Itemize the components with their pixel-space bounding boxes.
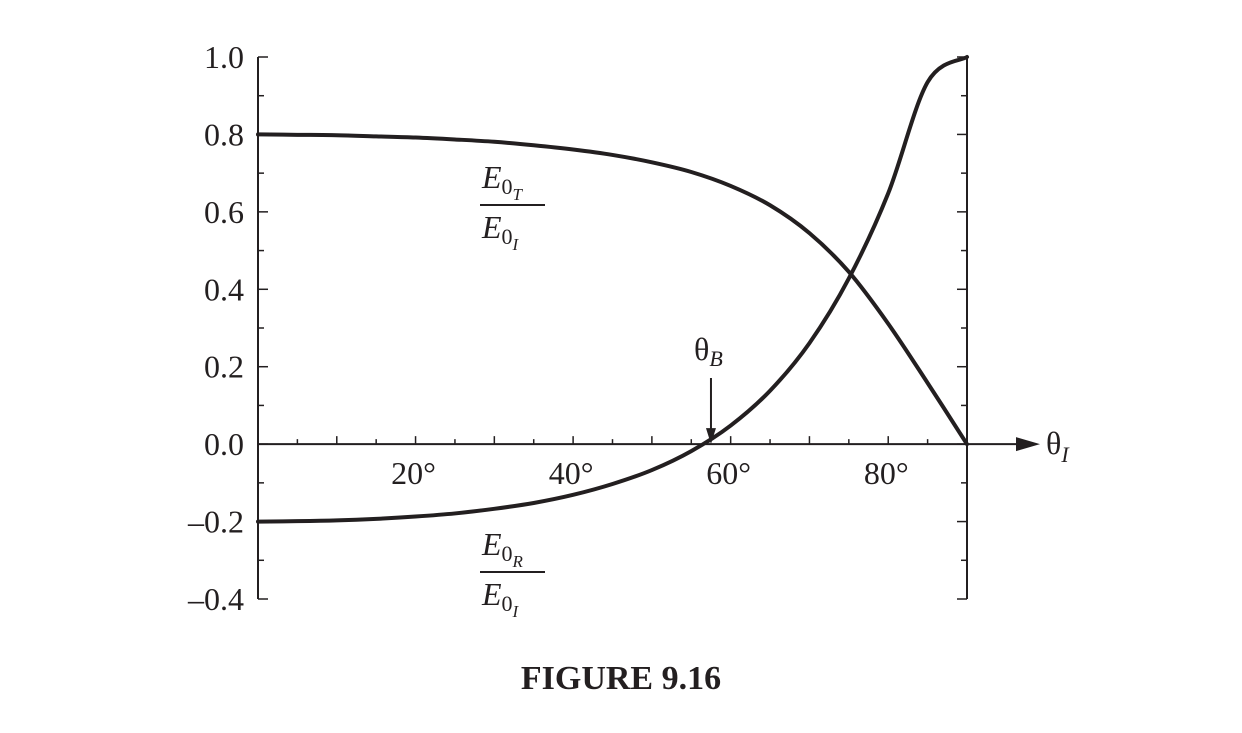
- brewster-arrow-head: [705, 428, 716, 445]
- series-label-reflected: E0R E0I: [480, 526, 545, 621]
- x-axis-ticks: 20° 40° 60° 80°: [296, 436, 929, 491]
- svg-text:E0T: E0T: [481, 159, 524, 204]
- brewster-angle-annotation: θB: [694, 331, 723, 445]
- y-axis-ticks: –0.4 –0.2 0.0 0.2 0.4 0.6 0.8 1.0: [187, 39, 967, 617]
- svg-text:E0I: E0I: [481, 576, 520, 621]
- chart-curves: [256, 55, 969, 524]
- x-tick-label: 40°: [549, 455, 594, 491]
- x-axis-label: θI: [1046, 425, 1070, 467]
- y-tick-label: –0.4: [187, 581, 244, 617]
- svg-text:E0R: E0R: [481, 526, 524, 571]
- y-tick-label: 0.0: [204, 426, 244, 462]
- y-tick-label: 0.8: [204, 116, 244, 152]
- x-tick-label: 80°: [864, 455, 909, 491]
- svg-text:θB: θB: [694, 331, 723, 371]
- y-tick-label: –0.2: [187, 504, 244, 540]
- x-axis-arrowhead: [1016, 437, 1040, 452]
- x-tick-label: 60°: [706, 455, 751, 491]
- brewster-arrow: [705, 378, 716, 445]
- reflected-ratio-curve: [256, 55, 969, 524]
- y-tick-label: 0.6: [204, 194, 244, 230]
- figure-caption: FIGURE 9.16: [520, 660, 722, 697]
- y-tick-label: 0.4: [204, 271, 244, 307]
- y-tick-label: 0.2: [204, 349, 244, 385]
- transmitted-ratio-curve: [256, 132, 969, 447]
- svg-text:E0I: E0I: [481, 209, 520, 254]
- x-tick-label: 20°: [391, 455, 436, 491]
- series-label-transmitted: E0T E0I: [480, 159, 545, 254]
- y-tick-label: 1.0: [204, 39, 244, 75]
